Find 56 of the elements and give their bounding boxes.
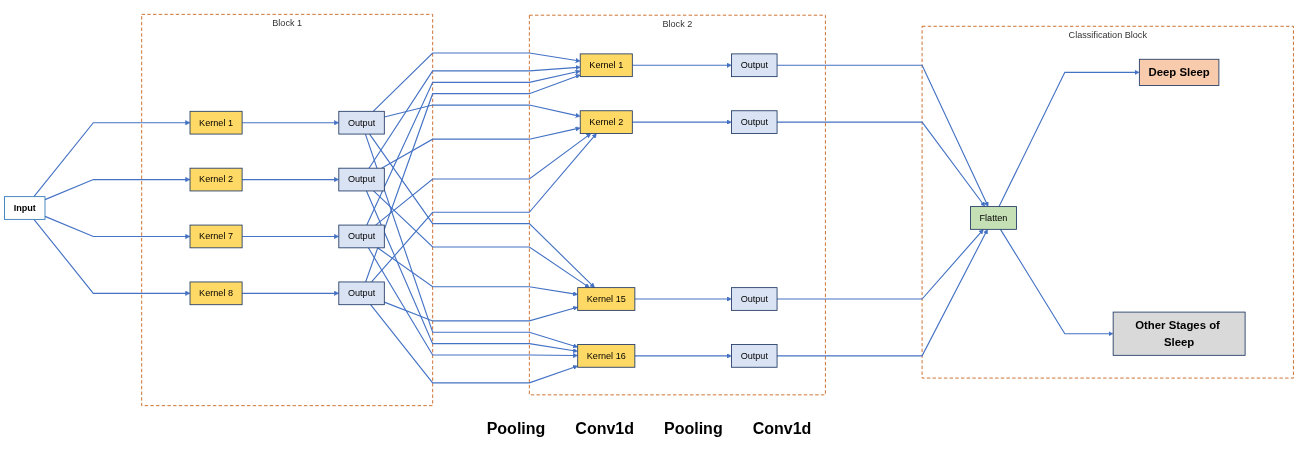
arrow (33, 120, 191, 198)
arrow (634, 353, 732, 359)
node-box: Flatten (970, 206, 1017, 230)
node-box: Kernel 1 (189, 110, 243, 135)
node-box: Output (731, 53, 778, 78)
node-box: Kernel 1 (579, 53, 633, 78)
arrow (241, 290, 340, 296)
node-box: Kernel 16 (577, 344, 636, 368)
node-box: Output (338, 281, 385, 306)
arrow (776, 229, 984, 300)
arrow (383, 104, 581, 118)
node-box: Deep Sleep (1138, 58, 1220, 86)
block-note: Pooling (486, 420, 546, 438)
arrow (367, 247, 578, 358)
block-note: Pooling (664, 420, 723, 438)
arrow (372, 52, 581, 112)
arrow (999, 228, 1114, 337)
arrow (998, 69, 1140, 208)
node-box: Kernel 15 (577, 287, 636, 311)
arrow (383, 301, 578, 322)
arrow (370, 304, 578, 384)
arrow (381, 126, 581, 169)
arrow (776, 229, 988, 357)
block-note: Conv1d (575, 420, 634, 438)
node-box: Output (731, 344, 778, 368)
node-box: Kernel 7 (189, 224, 243, 249)
arrow (631, 119, 732, 125)
arrow (631, 62, 732, 68)
arrow (776, 121, 986, 207)
node-box: Input (4, 196, 46, 220)
arrow (776, 64, 989, 207)
arrow (366, 69, 581, 226)
arrow (368, 65, 581, 169)
arrow (241, 177, 340, 183)
arrow (377, 247, 578, 297)
node-box: Output (731, 110, 778, 134)
arrow (241, 120, 340, 126)
arrow (364, 133, 578, 349)
block-note: Conv1d (752, 420, 812, 438)
node-box: Kernel 2 (579, 110, 633, 134)
arrow (33, 218, 191, 296)
arrow (241, 233, 340, 239)
node-box: Kernel 2 (189, 167, 243, 192)
node-box: Output (338, 224, 385, 249)
node-box: Output (338, 167, 385, 192)
arrow (375, 133, 592, 226)
node-box: Output (338, 110, 385, 135)
arrow (44, 177, 191, 201)
node-box: Output (731, 287, 778, 311)
node-box: Other Stages of Sleep (1112, 311, 1246, 356)
node-box: Kernel 8 (189, 281, 243, 306)
arrow (44, 215, 191, 239)
arrow (365, 74, 581, 283)
arrow (373, 190, 590, 288)
arrow (634, 296, 732, 302)
arrow (365, 190, 578, 354)
